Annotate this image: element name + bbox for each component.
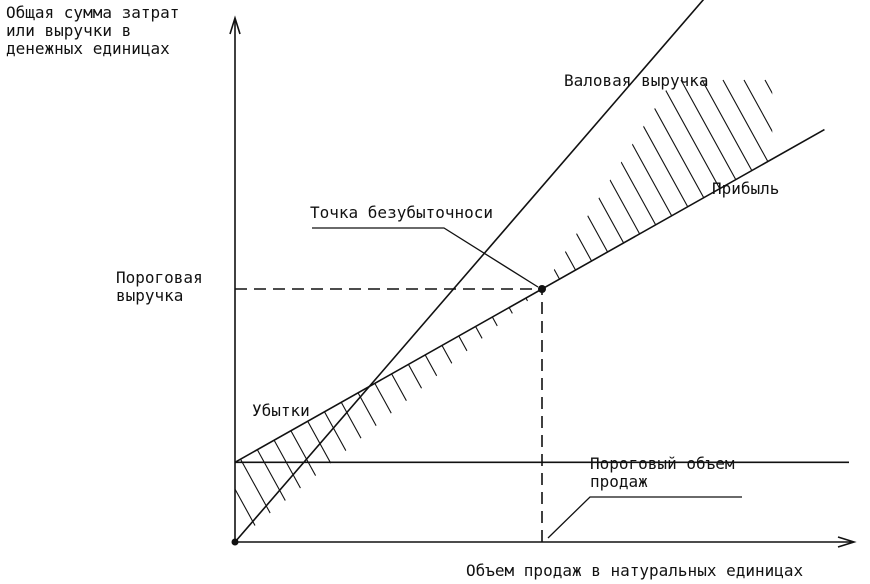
profit-hatch-line: [542, 79, 614, 289]
breakeven-point-label: Точка безубыточноси: [310, 203, 493, 222]
profit-hatch-line: [786, 80, 870, 300]
profit-hatch-line: [542, 79, 593, 289]
y-axis-label-line-1: Общая сумма затрат: [6, 3, 179, 22]
loss-hatch-line: [471, 289, 542, 542]
profit-hatch-line: [722, 79, 773, 289]
profit-label: Прибыль: [712, 179, 779, 198]
loss-hatch-line: [235, 289, 385, 542]
revenue-series-line: [234, 0, 705, 543]
threshold-revenue-line-1: Пороговая: [116, 268, 203, 287]
profit-region-hatch: [542, 79, 870, 300]
loss-region-hatch: [235, 280, 714, 560]
profit-hatch-line: [849, 80, 870, 300]
loss-hatch-line: [235, 289, 275, 542]
threshold-volume-leader: [547, 496, 742, 539]
origin-point: [231, 538, 239, 546]
x-axis-arrow: [837, 536, 857, 548]
loss-label: Убытки: [252, 401, 310, 420]
loss-hatch-line: [560, 280, 714, 560]
loss-hatch-line: [449, 289, 542, 542]
gross-revenue-label: Валовая выручка: [564, 71, 709, 90]
loss-hatch-line: [251, 289, 407, 542]
loss-hatch-line: [339, 289, 495, 542]
loss-hatch-line: [361, 289, 517, 542]
threshold-volume-label: Пороговый объем продаж: [590, 454, 744, 491]
loss-hatch-line: [427, 289, 542, 542]
threshold-revenue-line-2: выручка: [116, 286, 183, 305]
y-axis-arrow: [229, 15, 241, 35]
profit-hatch-line: [542, 79, 572, 289]
loss-hatch-line: [273, 289, 429, 542]
loss-hatch-line: [383, 289, 539, 542]
breakeven-leader: [312, 227, 539, 288]
x-axis-label: Объем продаж в натуральных единицах: [466, 561, 804, 580]
profit-hatch-line: [828, 80, 870, 300]
y-axis-label: Общая сумма затрат или выручки в денежны…: [6, 3, 189, 58]
loss-hatch-line: [235, 289, 319, 542]
y-axis-label-line-3: денежных единицах: [6, 39, 170, 58]
loss-hatch-line: [493, 289, 542, 542]
cost-series-line: [234, 128, 825, 464]
threshold-volume-line-2: продаж: [590, 472, 648, 491]
loss-hatch-line: [537, 289, 542, 542]
y-axis-label-line-2: или выручки в: [6, 21, 131, 40]
profit-hatch-line: [807, 80, 870, 300]
breakeven-point-marker: [538, 285, 546, 293]
profit-hatch-line: [764, 79, 773, 289]
loss-hatch-line: [235, 289, 363, 542]
loss-hatch-line: [515, 289, 542, 542]
loss-hatch-line: [235, 289, 297, 542]
loss-hatch-line: [235, 289, 341, 542]
loss-hatch-line: [295, 289, 451, 542]
profit-hatch-line: [743, 79, 773, 289]
threshold-revenue-label: Пороговая выручка: [116, 268, 212, 305]
threshold-volume-line-1: Пороговый объем: [590, 454, 735, 473]
